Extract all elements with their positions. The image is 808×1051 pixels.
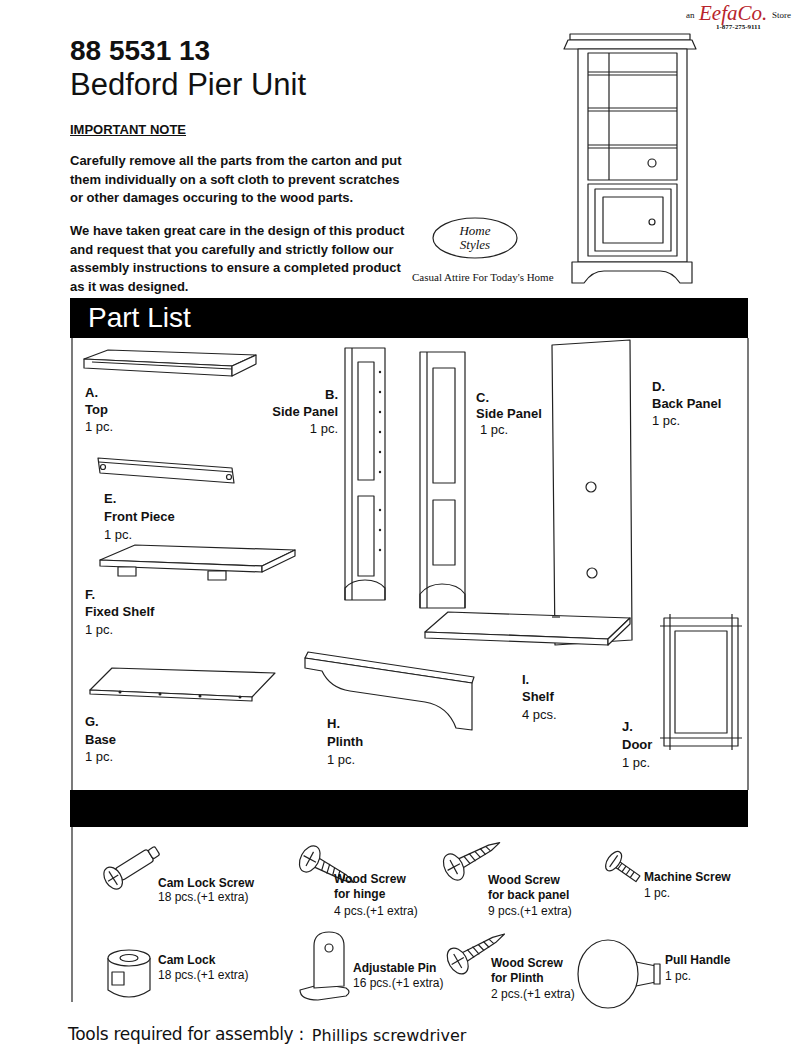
logo-text: Store (772, 10, 791, 21)
hardware-name: Wood Screw for back panel (488, 873, 574, 903)
hardware-name: Machine Screw (644, 870, 731, 885)
shelf-illustration (425, 612, 630, 645)
hardware-name: Pull Handle (665, 953, 730, 968)
base-illustration (90, 668, 275, 701)
part-letter: A. (85, 385, 98, 401)
logo-text: EefaCo. (699, 0, 767, 26)
logo-text: Home Styles (445, 224, 505, 252)
tools-note: Phillips screwdriver (312, 1026, 467, 1046)
part-quantity: 1 pc. (85, 622, 113, 638)
cam-lock-icon (108, 950, 150, 997)
part-name: Side Panel (476, 406, 542, 422)
hardware-quantity: 1 pc. (665, 969, 691, 984)
part-name: Side Panel (272, 404, 338, 420)
hardware-quantity: 4 pcs.(+1 extra) (334, 904, 418, 919)
part-letter: E. (104, 491, 116, 507)
frame-line (72, 338, 748, 1002)
front-piece-illustration (98, 458, 234, 483)
part-name: Door (622, 737, 652, 753)
cabinet-illustration (564, 34, 696, 283)
part-letter: H. (327, 716, 340, 732)
part-letter: G. (85, 714, 99, 730)
section-band: Part List (70, 298, 748, 338)
part-quantity: 1 pc. (652, 413, 680, 429)
back-panel-illustration (552, 340, 632, 645)
part-letter: D. (652, 379, 665, 395)
part-letter: J. (622, 719, 633, 735)
pull-handle-icon (578, 940, 660, 1008)
fixed-shelf-illustration (100, 545, 295, 580)
part-name: Base (85, 732, 116, 748)
part-quantity: 1 pc. (85, 749, 113, 765)
side-panel-illustration (420, 352, 465, 608)
logo-oval (433, 218, 517, 258)
part-name: Plinth (327, 734, 363, 750)
adjustable-pin-icon (300, 932, 349, 1000)
part-quantity: 1 pc. (480, 422, 508, 438)
hardware-name: Cam Lock (158, 953, 215, 968)
cam-lock-screw-icon (100, 840, 164, 892)
page-title: 88 5531 13 Bedford Pier Unit (70, 34, 310, 102)
part-name: Front Piece (104, 509, 175, 525)
part-quantity: 1 pc. (310, 421, 338, 437)
hardware-name: Wood Screw for hinge (334, 872, 420, 902)
part-letter: C. (476, 390, 489, 406)
phone-number: 1-877-275-9111 (716, 23, 761, 32)
machine-screw-icon (602, 849, 644, 888)
part-quantity: 1 pc. (622, 755, 650, 771)
part-letter: I. (522, 672, 529, 688)
side-panel-illustration (345, 348, 385, 600)
part-name: Fixed Shelf (85, 604, 154, 620)
note-heading: IMPORTANT NOTE (70, 122, 186, 138)
part-name: Top (85, 402, 108, 418)
wood-screw-icon (295, 842, 360, 894)
part-quantity: 1 pc. (327, 752, 355, 768)
hardware-name: Cam Lock Screw (158, 876, 254, 891)
part-letter: F. (85, 587, 95, 603)
logo-text: an (686, 10, 695, 21)
hardware-quantity: 9 pcs.(+1 extra) (488, 904, 572, 919)
hardware-quantity: 16 pcs.(+1 extra) (353, 976, 443, 991)
part-name: Shelf (522, 689, 554, 705)
hardware-quantity: 1 pc. (644, 886, 670, 901)
part-quantity: 4 pcs. (522, 707, 557, 723)
note-text: Carefully remove all the parts from the … (70, 152, 405, 208)
section-band (70, 790, 748, 827)
tools-note: Tools required for assembly : (68, 1024, 304, 1045)
note-text: We have taken great care in the design o… (70, 222, 405, 296)
part-name: Back Panel (652, 396, 721, 412)
part-quantity: 1 pc. (85, 419, 113, 435)
hardware-quantity: 2 pcs.(+1 extra) (491, 987, 575, 1002)
hardware-name: Adjustable Pin (353, 961, 436, 976)
section-heading: Part List (88, 302, 748, 334)
hardware-quantity: 18 pcs.(+1 extra) (158, 890, 248, 905)
tagline: Casual Attire For Today's Home (412, 271, 554, 285)
hardware-name: Wood Screw for Plinth (491, 956, 577, 986)
top-illustration (84, 350, 256, 376)
hardware-quantity: 18 pcs.(+1 extra) (158, 968, 248, 983)
door-illustration (660, 614, 742, 750)
part-quantity: 1 pc. (104, 527, 132, 543)
part-letter: B. (325, 387, 338, 403)
